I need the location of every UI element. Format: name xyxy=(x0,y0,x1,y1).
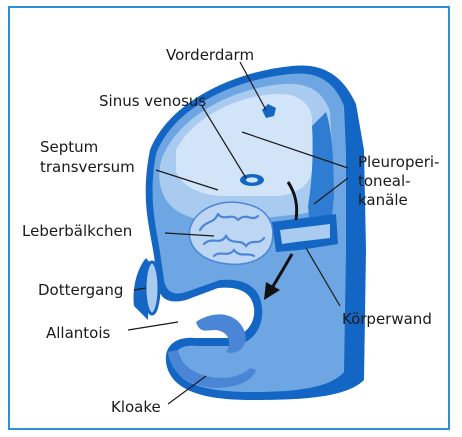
label-septum-1: Septum xyxy=(40,138,98,156)
label-pleuro-3: kanäle xyxy=(358,191,408,209)
label-vorderdarm: Vorderdarm xyxy=(166,46,254,64)
label-septum-2: transversum xyxy=(40,158,135,176)
label-kloake: Kloake xyxy=(111,398,161,416)
label-pleuro-2: toneal- xyxy=(358,172,411,190)
yolk-duct-opening xyxy=(145,262,159,314)
label-dottergang: Dottergang xyxy=(38,281,123,299)
label-leberbalkchen: Leberbälkchen xyxy=(22,222,132,240)
label-sinus-venosus: Sinus venosus xyxy=(99,92,206,110)
label-koerperwand: Körperwand xyxy=(342,310,432,328)
leader-allantois xyxy=(128,322,178,330)
sinus-venosus-lumen xyxy=(246,177,258,182)
label-pleuro-1: Pleuroperi- xyxy=(358,153,439,171)
label-allantois: Allantois xyxy=(46,324,111,342)
liver-region xyxy=(189,202,272,264)
